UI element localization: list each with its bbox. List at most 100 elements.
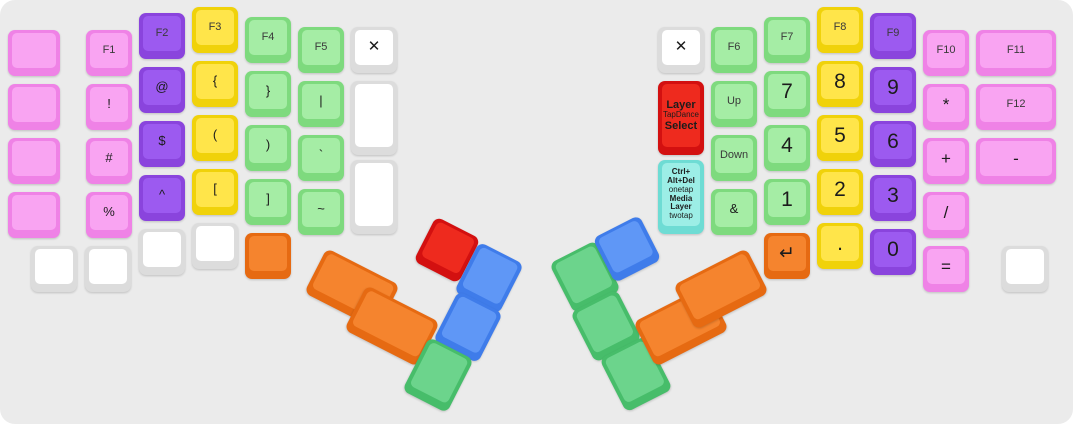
key-label-num-5: 5 xyxy=(834,123,846,147)
key-label-num-0: 0 xyxy=(887,237,899,261)
key-minus[interactable]: - xyxy=(976,138,1056,184)
key-label-pipe: | xyxy=(319,93,323,109)
key-lbrace[interactable]: { xyxy=(192,61,238,107)
key-hash[interactable]: # xyxy=(86,138,132,184)
key-label-dot: . xyxy=(837,231,843,255)
key-num-1[interactable]: 1 xyxy=(764,179,810,225)
key-l-bottom-4[interactable] xyxy=(192,223,238,269)
key-label-layer-select-tapdance: Select xyxy=(664,119,698,132)
enter-icon: ↵ xyxy=(779,242,795,264)
key-none-left[interactable]: ✕ xyxy=(351,27,397,73)
key-pipe[interactable]: | xyxy=(298,81,344,127)
key-l-bottom-orange[interactable] xyxy=(245,233,291,279)
key-label-slash: / xyxy=(943,202,949,222)
key-f8[interactable]: F8 xyxy=(817,7,863,53)
key-num-9[interactable]: 9 xyxy=(870,67,916,113)
key-num-6[interactable]: 6 xyxy=(870,121,916,167)
key-label-f7: F7 xyxy=(780,31,794,44)
key-f11[interactable]: F11 xyxy=(976,30,1056,76)
key-caret[interactable]: ^ xyxy=(139,175,185,221)
key-f7[interactable]: F7 xyxy=(764,17,810,63)
key-f10[interactable]: F10 xyxy=(923,30,969,76)
key-lparen[interactable]: ( xyxy=(192,115,238,161)
keycap-l-bottom-orange xyxy=(249,236,287,271)
key-l-inner-tall-2[interactable] xyxy=(351,160,397,234)
keycap-num-1: 1 xyxy=(768,182,806,217)
key-num-2[interactable]: 2 xyxy=(817,169,863,215)
keycap-l-outer-3 xyxy=(12,141,56,176)
key-plus[interactable]: + xyxy=(923,138,969,184)
key-dot[interactable]: . xyxy=(817,223,863,269)
key-num-7[interactable]: 7 xyxy=(764,71,810,117)
keycap-num-0: 0 xyxy=(874,232,912,267)
key-l-bottom-2[interactable] xyxy=(85,246,131,292)
key-percent[interactable]: % xyxy=(86,192,132,238)
key-enter[interactable]: ↵ xyxy=(764,233,810,279)
key-num-4[interactable]: 4 xyxy=(764,125,810,171)
key-num-8[interactable]: 8 xyxy=(817,61,863,107)
key-rbrace[interactable]: } xyxy=(245,71,291,117)
key-lbracket[interactable]: [ xyxy=(192,169,238,215)
key-f5[interactable]: F5 xyxy=(298,27,344,73)
key-up[interactable]: Up xyxy=(711,81,757,127)
key-label-dollar: $ xyxy=(158,133,166,149)
key-l-outer-1[interactable] xyxy=(8,30,60,76)
key-l-bottom-3[interactable] xyxy=(139,229,185,275)
key-f2[interactable]: F2 xyxy=(139,13,185,59)
key-l-outer-2[interactable] xyxy=(8,84,60,130)
key-num-3[interactable]: 3 xyxy=(870,175,916,221)
keycap-percent: % xyxy=(90,195,128,230)
keycap-minus: - xyxy=(980,141,1052,176)
key-rparen[interactable]: ) xyxy=(245,125,291,171)
keycap-lparen: ( xyxy=(196,118,234,153)
key-label-num-9: 9 xyxy=(887,75,899,99)
key-rbracket[interactable]: ] xyxy=(245,179,291,225)
keycap-num-7: 7 xyxy=(768,74,806,109)
key-l-inner-tall-1[interactable] xyxy=(351,81,397,155)
key-label-minus: - xyxy=(1013,148,1019,168)
key-label-ctrl-alt-del-media-layer: Media xyxy=(669,193,693,203)
key-num-5[interactable]: 5 xyxy=(817,115,863,161)
keycap-l-bottom-4 xyxy=(196,226,234,261)
key-f12[interactable]: F12 xyxy=(976,84,1056,130)
key-backtick[interactable]: ` xyxy=(298,135,344,181)
key-slash[interactable]: / xyxy=(923,192,969,238)
keycap-l-outer-2 xyxy=(12,87,56,122)
key-f9[interactable]: F9 xyxy=(870,13,916,59)
keycap-equals: = xyxy=(927,249,965,284)
key-l-outer-3[interactable] xyxy=(8,138,60,184)
keycap-num-6: 6 xyxy=(874,124,912,159)
keycap-down: Down xyxy=(715,138,753,173)
key-label-layer-select-tapdance: Layer xyxy=(666,98,696,111)
key-f4[interactable]: F4 xyxy=(245,17,291,63)
key-f1[interactable]: F1 xyxy=(86,30,132,76)
key-ampersand[interactable]: & xyxy=(711,189,757,235)
key-dollar[interactable]: $ xyxy=(139,121,185,167)
key-down[interactable]: Down xyxy=(711,135,757,181)
key-label-f1: F1 xyxy=(102,44,116,57)
keycap-dot: . xyxy=(821,226,859,261)
key-none-right[interactable]: ✕ xyxy=(658,27,704,73)
key-l-outer-4[interactable] xyxy=(8,192,60,238)
key-at[interactable]: @ xyxy=(139,67,185,113)
key-label-percent: % xyxy=(103,204,115,220)
key-l-bottom-1[interactable] xyxy=(31,246,77,292)
key-label-backtick: ` xyxy=(318,147,324,163)
key-f3[interactable]: F3 xyxy=(192,7,238,53)
key-asterisk[interactable]: * xyxy=(923,84,969,130)
keycap-tilde: ~ xyxy=(302,192,340,227)
keycap-f3: F3 xyxy=(196,10,234,45)
key-label-ctrl-alt-del-media-layer: onetap xyxy=(668,184,694,194)
key-exclaim[interactable]: ! xyxy=(86,84,132,130)
key-label-up: Up xyxy=(726,95,742,108)
key-num-0[interactable]: 0 xyxy=(870,229,916,275)
key-f6[interactable]: F6 xyxy=(711,27,757,73)
key-label-num-2: 2 xyxy=(834,177,846,201)
key-equals[interactable]: = xyxy=(923,246,969,292)
keycap-l-bottom-2 xyxy=(89,249,127,284)
key-r-bottom-white[interactable] xyxy=(1002,246,1048,292)
key-tilde[interactable]: ~ xyxy=(298,189,344,235)
key-label-tilde: ~ xyxy=(317,201,325,217)
